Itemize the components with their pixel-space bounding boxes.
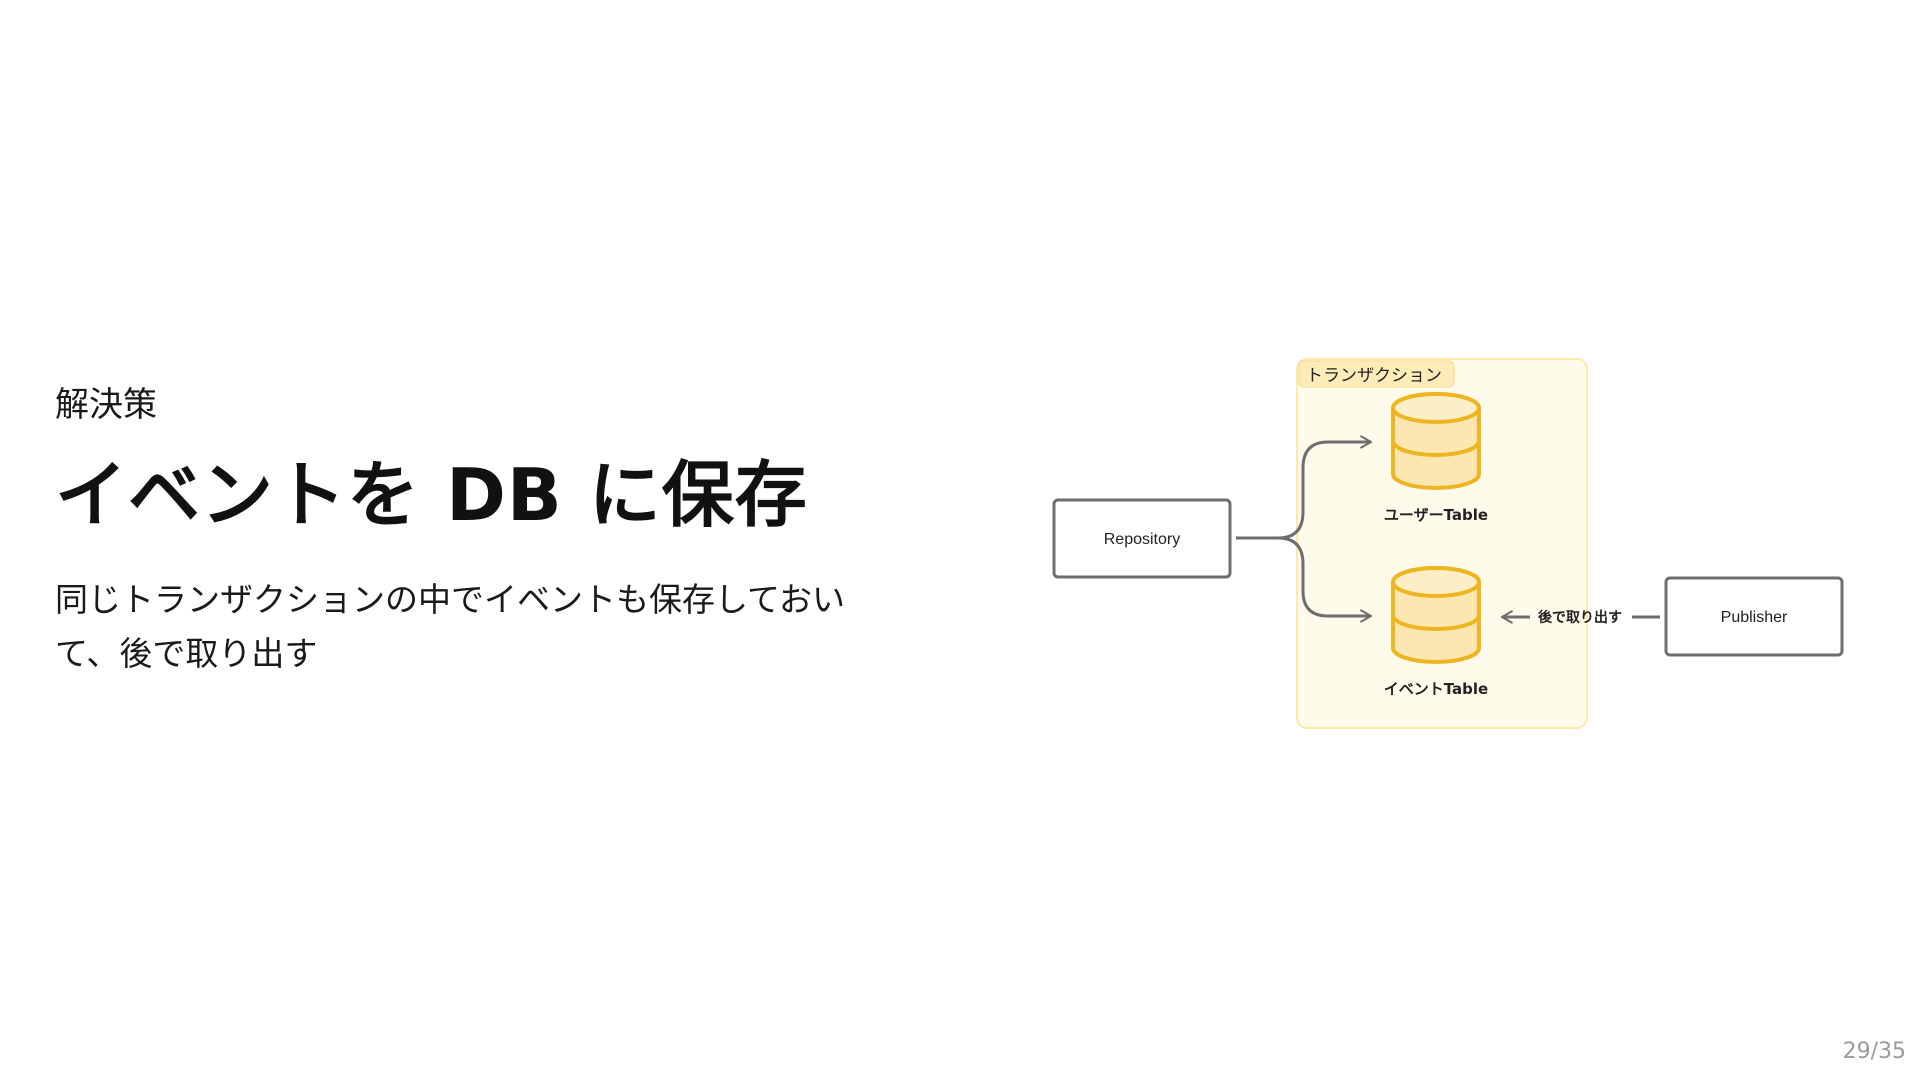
user-table-label: ユーザーTable xyxy=(1384,506,1488,524)
transaction-group-label: トランザクション xyxy=(1306,366,1442,386)
repository-label: Repository xyxy=(1104,531,1180,548)
page-number: 29/35 xyxy=(1842,1039,1906,1064)
publisher-label: Publisher xyxy=(1721,609,1788,626)
slide-kicker: 解決策 xyxy=(55,385,157,425)
transaction-group-label-bg xyxy=(1298,360,1455,388)
event-table-label: イベントTable xyxy=(1384,680,1488,698)
publisher-box xyxy=(1664,576,1844,657)
slide-body: 同じトランザクションの中でイベントも保存しておいて、後で取り出す xyxy=(55,579,846,674)
user-table-db: ユーザーTable xyxy=(1384,392,1488,524)
publisher-node: Publisher xyxy=(1664,576,1844,657)
repository-node: Repository xyxy=(1052,498,1232,579)
arrow-to-event-table xyxy=(1277,536,1373,623)
text-column: 解決策 イベントを DB に保存 同じトランザクションの中でイベントも保存してお… xyxy=(55,385,915,681)
publisher-arrow-label: 後で取り出す xyxy=(1538,609,1622,626)
publisher-arrow: 後で取り出す xyxy=(1500,609,1660,626)
event-table-db: イベントTable xyxy=(1384,566,1488,698)
repository-arrows xyxy=(1236,435,1373,623)
repository-box xyxy=(1052,498,1232,579)
slide-title: イベントを DB に保存 xyxy=(55,452,808,537)
arrow-to-user-table xyxy=(1236,435,1373,540)
